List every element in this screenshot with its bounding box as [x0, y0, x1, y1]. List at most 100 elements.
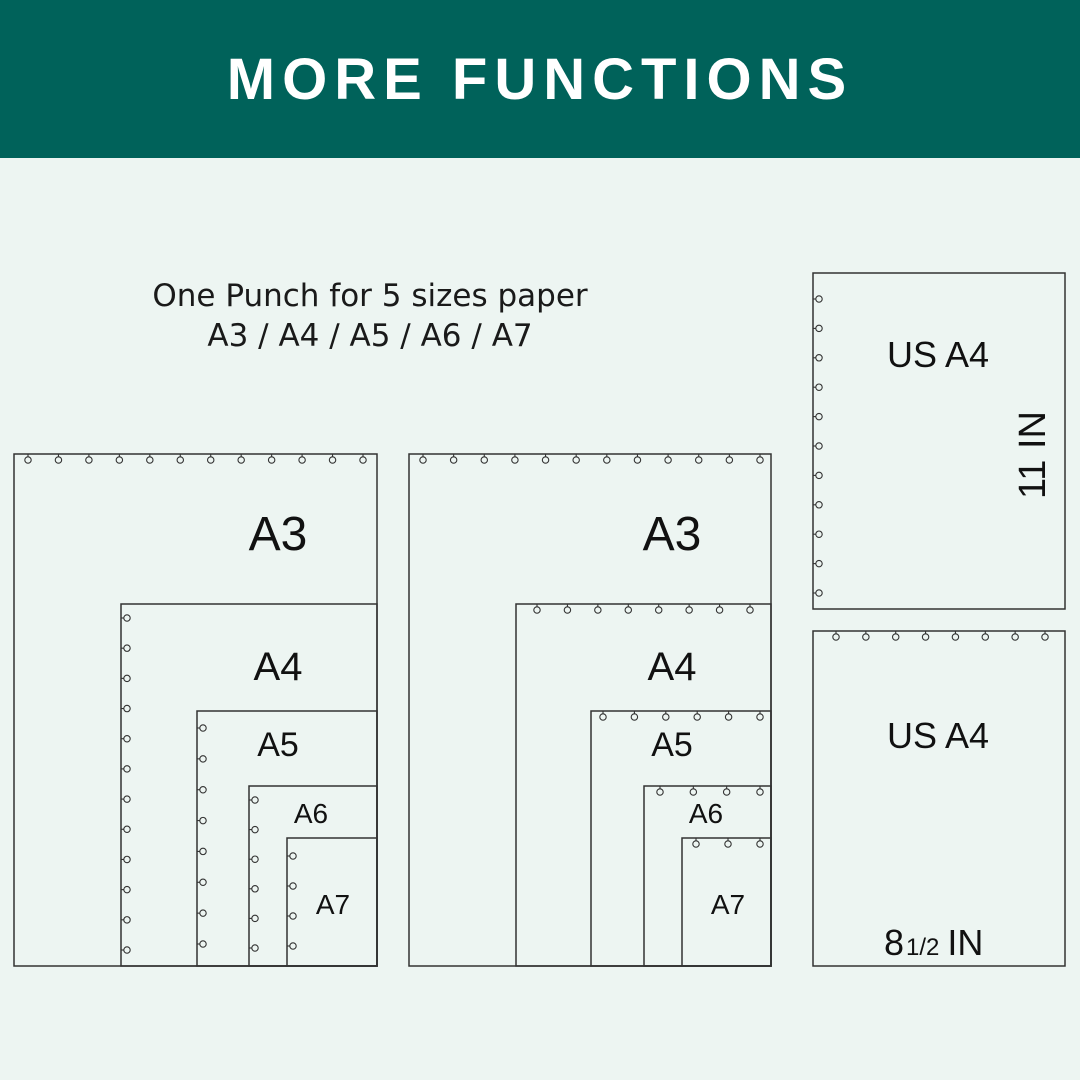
- punch-hole-icon: [813, 501, 823, 509]
- punch-hole-icon: [1011, 631, 1019, 641]
- punch-hole-icon: [891, 631, 900, 641]
- punch-hole-icon: [197, 909, 207, 917]
- us-sheet-portrait: [812, 272, 1066, 610]
- left-label-a7: A7: [316, 889, 350, 920]
- punch-hole-icon: [624, 604, 633, 614]
- punch-hole-icon: [756, 838, 764, 848]
- punch-hole-icon: [813, 324, 823, 333]
- punch-hole-icon: [197, 878, 207, 887]
- punch-hole-icon: [662, 711, 670, 721]
- left-a4-punch-holes: [121, 614, 131, 954]
- punch-hole-icon: [267, 454, 276, 464]
- left-sheet-a7: [286, 837, 378, 967]
- middle-a3-punch-holes: [419, 454, 764, 464]
- punch-hole-icon: [813, 295, 823, 303]
- middle-a6-punch-holes: [656, 786, 764, 796]
- us-width-unit: IN: [947, 922, 983, 963]
- punch-hole-icon: [633, 454, 642, 464]
- punch-hole-icon: [480, 454, 489, 464]
- punch-hole-icon: [813, 530, 823, 538]
- middle-diagram: A3 A4 A5 A6 A7: [408, 453, 772, 967]
- middle-sheet-a7: [681, 837, 772, 967]
- left-a5-punch-holes: [197, 724, 207, 948]
- punch-hole-icon: [197, 847, 207, 856]
- middle-label-a6: A6: [689, 798, 723, 829]
- punch-hole-icon: [449, 454, 458, 464]
- punch-hole-icon: [85, 454, 93, 464]
- middle-a7-punch-holes: [692, 838, 764, 848]
- punch-hole-icon: [746, 604, 754, 614]
- punch-hole-icon: [121, 734, 131, 743]
- punch-hole-icon: [121, 825, 131, 834]
- left-label-a3: A3: [249, 508, 308, 561]
- punch-hole-icon: [832, 631, 840, 641]
- punch-hole-icon: [197, 785, 207, 794]
- punch-hole-icon: [121, 644, 131, 652]
- punch-hole-icon: [756, 786, 764, 796]
- us-width-label: 81/2 IN: [884, 922, 983, 963]
- punch-hole-icon: [541, 454, 550, 464]
- punch-hole-icon: [654, 604, 663, 614]
- punch-hole-icon: [813, 383, 823, 391]
- middle-a5-punch-holes: [599, 711, 764, 721]
- left-a7-punch-holes: [287, 852, 297, 950]
- punch-hole-icon: [813, 412, 823, 421]
- punch-hole-icon: [664, 454, 672, 464]
- punch-hole-icon: [237, 454, 245, 464]
- punch-hole-icon: [689, 786, 698, 796]
- punch-hole-icon: [813, 354, 823, 362]
- punch-hole-icon: [287, 942, 297, 950]
- punch-hole-icon: [249, 885, 259, 893]
- punch-hole-icon: [287, 882, 297, 890]
- punch-hole-icon: [249, 914, 259, 923]
- punch-hole-icon: [298, 454, 306, 464]
- punch-hole-icon: [121, 704, 131, 713]
- punch-hole-icon: [724, 838, 732, 848]
- punch-hole-icon: [813, 471, 823, 480]
- caption-line-1: One Punch for 5 sizes paper: [152, 278, 588, 314]
- punch-hole-icon: [813, 589, 823, 597]
- middle-label-a3: A3: [643, 508, 702, 561]
- punch-hole-icon: [328, 454, 337, 464]
- punch-hole-icon: [121, 885, 131, 894]
- us-top-punch-holes: [832, 631, 1049, 641]
- us-width-fraction: 1/2: [906, 934, 939, 961]
- punch-hole-icon: [693, 711, 701, 721]
- punch-hole-icon: [572, 454, 580, 464]
- punch-hole-icon: [722, 786, 731, 796]
- punch-hole-icon: [533, 604, 541, 614]
- punch-hole-icon: [563, 604, 572, 614]
- punch-hole-icon: [756, 454, 764, 464]
- punch-hole-icon: [249, 855, 259, 863]
- punch-hole-icon: [656, 786, 664, 796]
- punch-hole-icon: [146, 454, 154, 464]
- punch-hole-icon: [724, 711, 733, 721]
- caption: One Punch for 5 sizes paper A3 / A4 / A5…: [80, 276, 660, 356]
- punch-hole-icon: [725, 454, 734, 464]
- punch-hole-icon: [121, 614, 131, 622]
- punch-hole-icon: [121, 916, 131, 924]
- punch-hole-icon: [249, 796, 259, 804]
- punch-hole-icon: [287, 852, 297, 860]
- us-width-main: 8: [884, 922, 904, 963]
- middle-label-a4: A4: [648, 645, 697, 689]
- punch-hole-icon: [511, 454, 519, 464]
- punch-hole-icon: [921, 631, 930, 641]
- punch-hole-icon: [206, 454, 215, 464]
- left-label-a4: A4: [254, 645, 303, 689]
- punch-hole-icon: [287, 912, 297, 920]
- punch-hole-icon: [685, 604, 693, 614]
- punch-hole-icon: [1041, 631, 1049, 641]
- punch-hole-icon: [630, 711, 639, 721]
- punch-hole-icon: [115, 454, 124, 464]
- punch-hole-icon: [197, 816, 207, 825]
- us-top-label: US A4: [887, 715, 989, 756]
- us-portrait-label: US A4: [887, 334, 989, 375]
- us-sheet-top: [812, 630, 1066, 967]
- punch-hole-icon: [603, 454, 611, 464]
- punch-hole-icon: [951, 631, 960, 641]
- header-banner: MORE FUNCTIONS: [0, 0, 1080, 158]
- punch-hole-icon: [599, 711, 607, 721]
- punch-hole-icon: [197, 755, 207, 763]
- us-sheet-top-punched: US A4 81/2 IN: [812, 630, 1066, 967]
